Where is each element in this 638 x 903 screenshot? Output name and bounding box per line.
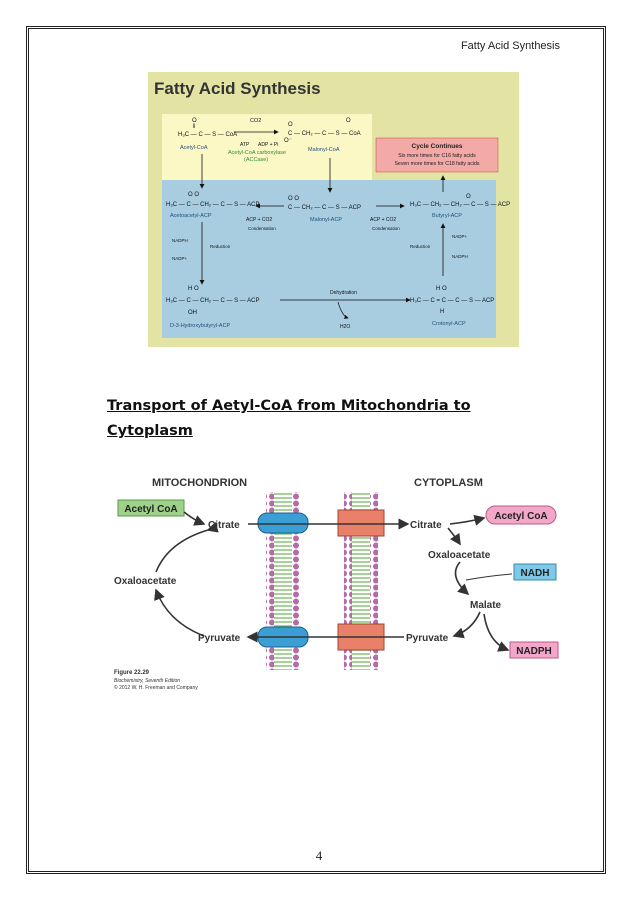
svg-text:C — CH₂ — C — S — CoA: C — CH₂ — C — S — CoA: [288, 131, 361, 137]
nadh-input-arrow: [465, 573, 513, 581]
nadph-label-2: NADPH: [452, 254, 468, 259]
malonyl-coa-label: Malonyl-CoA: [308, 147, 340, 153]
citrate-transporter-inner: [257, 512, 309, 534]
nadph-label-1: NADPH: [172, 238, 188, 243]
condensation-label-1: Condensation: [248, 226, 276, 231]
citrate-right: Citrate: [410, 520, 442, 531]
malonyl-acp-label: Malonyl-ACP: [310, 217, 342, 223]
page-number: 4: [315, 848, 323, 863]
pyruvate-to-oxaloacetate-arrow: [154, 588, 205, 637]
oxaloacetate-left: Oxaloacetate: [114, 576, 177, 587]
svg-text:OH: OH: [188, 310, 197, 316]
pyruvate-left: Pyruvate: [198, 633, 241, 644]
acetyl-coa-left-box: [117, 499, 185, 517]
butyryl-acp-label: Butyryl-ACP: [432, 213, 462, 219]
nadp-label-2: NADP+: [452, 234, 468, 239]
citrate-to-oxaloacetate-arrow: [447, 527, 461, 546]
svg-text:C — CH₂ — C — S — ACP: C — CH₂ — C — S — ACP: [288, 205, 361, 211]
atp-label: ATP: [240, 142, 250, 148]
cycle-line2: Seven more times for C18 fatty acids: [394, 161, 479, 167]
reduction-label-2: Reduction: [410, 244, 431, 249]
svg-text:‖: ‖: [193, 124, 195, 130]
figure-number: Figure 22.29: [114, 670, 150, 676]
accase-abbr: (ACCase): [244, 157, 268, 163]
reduction-label-1: Reduction: [210, 244, 231, 249]
citrate-to-acetyl-arrow: [449, 514, 486, 526]
acp-co2-label-2: ACP + CO2: [370, 217, 396, 223]
svg-text:H₃C — C — CH₂ — C — S — ACP: H₃C — C — CH₂ — C — S — ACP: [166, 298, 259, 304]
acetyl-coa-left: Acetyl CoA: [124, 504, 177, 515]
butyryl-acp-structure: O H₃C — CH₂ — CH₂ — C — S — ACP: [410, 194, 510, 208]
pyruvate-right: Pyruvate: [406, 633, 449, 644]
svg-text:H₃C — C — S — CoA: H₃C — C — S — CoA: [178, 132, 237, 138]
fatty-acid-synthesis-diagram: Fatty Acid Synthesis Cycle Continues Six…: [154, 79, 510, 338]
book-title: Biochemistry, Seventh Edition: [114, 678, 180, 684]
figure1-title: Fatty Acid Synthesis: [154, 79, 321, 98]
nadp-label-1: NADP+: [172, 256, 188, 261]
acetyl-coa-right: Acetyl CoA: [494, 511, 547, 522]
condensation-label-2: Condensation: [372, 226, 400, 231]
oxaloacetate-to-malate-arrow: [454, 561, 470, 596]
copyright: © 2012 W. H. Freeman and Company: [114, 684, 198, 691]
dehydration-label: Dehydration: [330, 290, 357, 296]
svg-text:O O: O O: [188, 192, 199, 198]
h2o-label: H2O: [340, 324, 350, 330]
svg-text:O: O: [192, 118, 197, 124]
citrate-transporter-outer: [337, 509, 385, 537]
nadh-label: NADH: [521, 568, 550, 579]
nadh-box: [513, 563, 557, 581]
hydroxybutyryl-acp-label: D-3-Hydroxybutyryl-ACP: [170, 323, 231, 329]
inner-membrane: [266, 492, 300, 670]
co2-label: CO2: [250, 118, 261, 124]
acetyl-to-citrate-arrow: [183, 511, 206, 526]
cycle-continues-box: [375, 137, 499, 173]
svg-text:O: O: [346, 118, 351, 124]
malate-label: Malate: [470, 600, 502, 611]
svg-text:O: O: [288, 122, 293, 128]
acetoacetyl-acp-label: Acetoacetyl-ACP: [170, 213, 212, 219]
acetoacetyl-acp-structure: O O H₃C — C — CH₂ — C — S — ACP: [166, 192, 259, 208]
page-border: [26, 26, 606, 874]
nadph-output-arrow: [483, 613, 510, 652]
citrate-left: Citrate: [208, 520, 240, 531]
running-header: Fatty Acid Synthesis: [460, 40, 560, 52]
svg-text:H₃C — C — CH₂ — C — S — ACP: H₃C — C — CH₂ — C — S — ACP: [166, 202, 259, 208]
crotonyl-acp-structure: H O H₃C — C = C — C — S — ACP H: [410, 286, 494, 315]
nadph-label: NADPH: [516, 646, 552, 657]
nadph-box: [509, 641, 559, 659]
svg-text:H O: H O: [436, 286, 447, 292]
accase-enzyme: Acetyl-CoA carboxylase: [228, 150, 286, 156]
section-heading: Transport of Aetyl-CoA from Mitochondria…: [107, 398, 471, 439]
malonyl-acp-structure: O O C — CH₂ — C — S — ACP: [288, 196, 361, 211]
svg-text:H O: H O: [188, 286, 199, 292]
oxaloacetate-right: Oxaloacetate: [428, 550, 491, 561]
cycle-line1: Six more times for C16 fatty acids: [398, 153, 476, 159]
acp-blue-box: [162, 180, 496, 338]
svg-text:H: H: [440, 309, 444, 315]
cytoplasm-label: CYTOPLASM: [414, 477, 483, 489]
adp-label: ADP + Pi: [258, 142, 278, 148]
acetyl-coa-transport-diagram: MITOCHONDRION CYTOPLASM Acetyl CoA Citra…: [114, 477, 559, 691]
acetyl-coa-transport-figure: MITOCHONDRION CYTOPLASM Acetyl CoA Citra…: [108, 472, 568, 702]
acetyl-coa-structure: O‖ H₃C — C — S — CoA: [178, 118, 237, 138]
mitochondrion-label: MITOCHONDRION: [152, 477, 247, 489]
svg-text:O O: O O: [288, 196, 299, 202]
malonyl-coa-structure: O O C — CH₂ — C — S — CoA O⁻: [284, 118, 361, 144]
fatty-acid-synthesis-figure: Fatty Acid Synthesis Cycle Continues Six…: [148, 72, 519, 347]
acetyl-coa-label: Acetyl-CoA: [180, 145, 208, 151]
water-arrow: [337, 301, 349, 319]
hydroxybutyryl-acp-structure: H O H₃C — C — CH₂ — C — S — ACP OH: [166, 286, 259, 316]
acp-co2-label-1: ACP + CO2: [246, 217, 272, 223]
svg-text:O: O: [466, 194, 471, 200]
svg-text:O⁻: O⁻: [284, 138, 292, 144]
malate-to-pyruvate-arrow: [452, 611, 481, 639]
cytosol-yellow-box: [162, 114, 372, 180]
svg-text:H₃C — C = C — C — S — ACP: H₃C — C = C — C — S — ACP: [410, 298, 494, 304]
svg-text:H₃C — CH₂ — CH₂ — C — S — ACP: H₃C — CH₂ — CH₂ — C — S — ACP: [410, 202, 510, 208]
cycle-title: Cycle Continues: [412, 143, 463, 150]
acetyl-coa-right-box: [485, 505, 557, 525]
crotonyl-acp-label: Crotonyl-ACP: [432, 321, 466, 327]
oxaloacetate-to-citrate-arrow: [155, 521, 219, 573]
